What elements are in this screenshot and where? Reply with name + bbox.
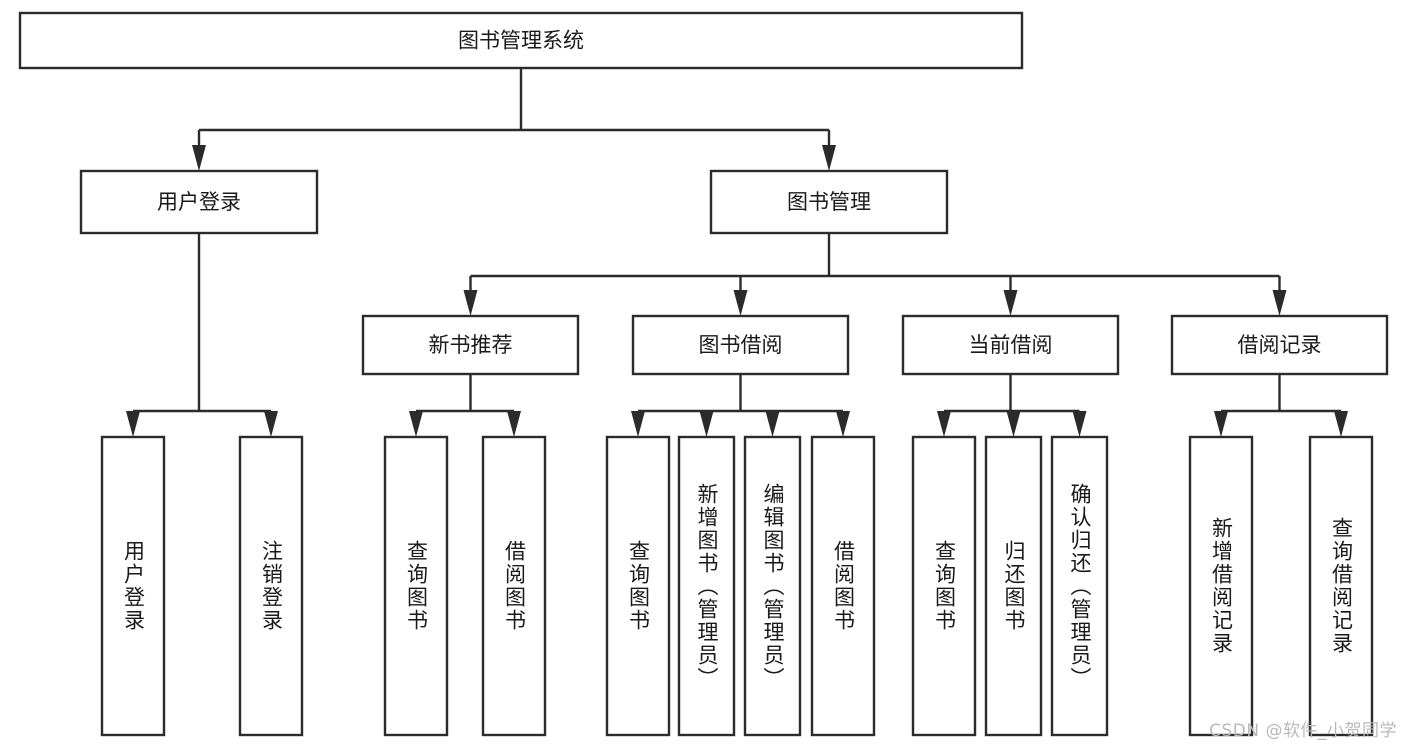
level3-current-borrow-label: 当前借阅: [969, 333, 1053, 357]
leaf-add-borrow-record-box[interactable]: [1188, 435, 1254, 737]
leaf-user-login-leaf-box[interactable]: [100, 435, 166, 737]
level2-user-login-box[interactable]: [79, 169, 319, 235]
level3-book-borrow-box[interactable]: [631, 314, 850, 376]
leaf-edit-book-admin-box[interactable]: [743, 435, 802, 737]
level3-borrow-record-box[interactable]: [1170, 314, 1389, 376]
arrow-to-add-borrow-record: [1214, 411, 1228, 437]
arrow-to-query-book-borrow: [631, 411, 645, 437]
arrow-to-book-management: [822, 145, 836, 171]
connectors-layer: [126, 68, 1348, 437]
level3-new-book-recommend-label: 新书推荐: [429, 333, 513, 357]
level3-current-borrow-box[interactable]: [901, 314, 1120, 376]
level3-book-borrow-label: 图书借阅: [699, 333, 783, 357]
arrow-to-current-borrow: [1003, 290, 1018, 316]
arrow-to-user-logout-leaf: [264, 411, 278, 437]
arrow-to-borrow-record: [1272, 290, 1287, 316]
arrow-to-user-login-leaf: [126, 411, 140, 437]
leaf-confirm-return-admin-box[interactable]: [1050, 435, 1109, 737]
leaf-add-book-admin-box[interactable]: [677, 435, 736, 737]
leaf-query-borrow-record-box[interactable]: [1308, 435, 1374, 737]
leaf-query-book-recommend-box[interactable]: [383, 435, 449, 737]
arrow-to-add-book-admin: [699, 411, 714, 437]
arrow-to-user-login: [192, 145, 206, 171]
leaf-borrow-book-borrow-box[interactable]: [810, 435, 876, 737]
leaf-query-book-current-box[interactable]: [911, 435, 977, 737]
leaf-query-book-borrow-box[interactable]: [605, 435, 671, 737]
level2-book-management-label: 图书管理: [787, 190, 871, 214]
root-root-label: 图书管理系统: [458, 29, 584, 53]
arrow-to-query-book-current: [937, 411, 951, 437]
csdn-watermark: CSDN @软件_小贺同学: [1209, 721, 1397, 741]
arrow-to-borrow-book-recommend: [507, 411, 521, 437]
leaf-user-logout-leaf-box[interactable]: [238, 435, 304, 737]
level2-user-login-label: 用户登录: [157, 190, 241, 214]
arrow-to-borrow-book-borrow: [836, 411, 850, 437]
arrow-to-edit-book-admin: [765, 411, 780, 437]
leaf-borrow-book-recommend-box[interactable]: [481, 435, 547, 737]
boxes-layer: [18, 11, 1389, 737]
level3-borrow-record-label: 借阅记录: [1238, 333, 1322, 357]
arrow-to-book-borrow: [733, 290, 748, 316]
root-root-box[interactable]: [18, 11, 1024, 70]
arrow-to-return-book-current: [1006, 411, 1021, 437]
level3-new-book-recommend-box[interactable]: [361, 314, 580, 376]
level2-book-management-box[interactable]: [709, 169, 949, 235]
arrow-to-query-book-recommend: [409, 411, 423, 437]
arrow-to-query-borrow-record: [1334, 411, 1348, 437]
arrow-to-new-book-recommend: [463, 290, 478, 316]
leaf-return-book-current-box[interactable]: [984, 435, 1043, 737]
arrow-to-confirm-return-admin: [1072, 411, 1087, 437]
